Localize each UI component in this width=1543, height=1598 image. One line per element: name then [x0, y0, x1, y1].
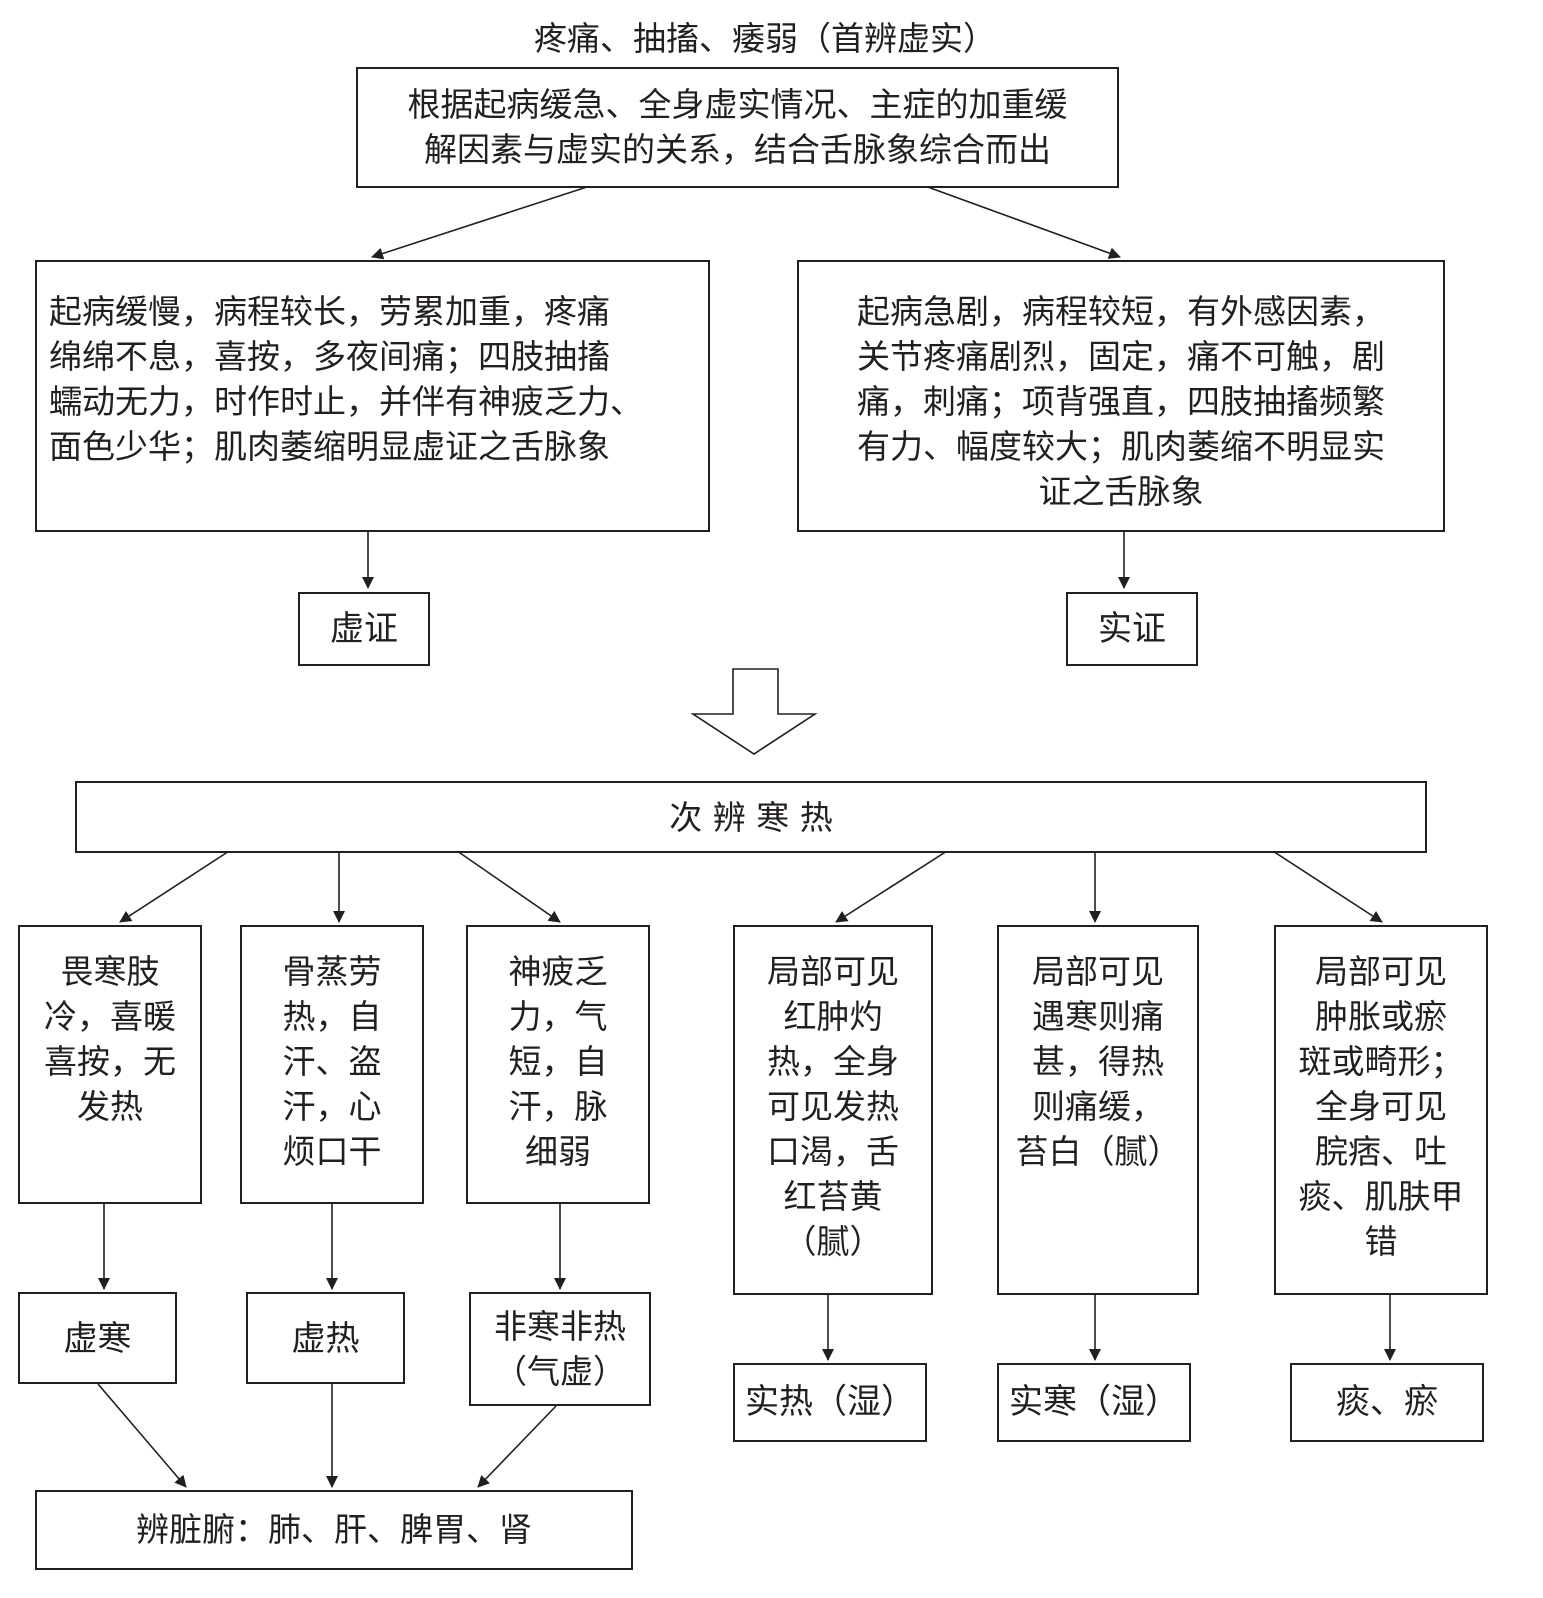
- excess-label-box: 实证: [1066, 592, 1198, 666]
- branch-3-result-box: 非寒非热 （气虚）: [469, 1292, 651, 1406]
- branch-6-result-box: 痰、瘀: [1290, 1363, 1484, 1442]
- branch-6-description: 局部可见 肿胀或瘀 斑或畸形； 全身可见 脘痞、吐 痰、肌肤甲 错: [1298, 952, 1464, 1261]
- branch-5-result-box: 实寒（湿）: [997, 1363, 1191, 1442]
- organ-differentiation-box: 辨脏腑：肺、肝、脾胃、肾: [35, 1490, 633, 1570]
- organ-differentiation-label: 辨脏腑：肺、肝、脾胃、肾: [136, 1510, 532, 1549]
- branch-2-description-box: 骨蒸劳 热，自 汗、盗 汗，心 烦口干: [240, 925, 424, 1204]
- diagnosis-basis-text: 根据起病缓急、全身虚实情况、主症的加重缓 解因素与虚实的关系，结合舌脉象综合而出: [407, 85, 1068, 169]
- diagram-title: 疼痛、抽搐、痿弱（首辨虚实）: [534, 19, 996, 58]
- branch-3-result: 非寒非热 （气虚）: [494, 1307, 626, 1391]
- branch-6-description-box: 局部可见 肿胀或瘀 斑或畸形； 全身可见 脘痞、吐 痰、肌肤甲 错: [1274, 925, 1488, 1295]
- arrow-step2-to-branch-6: [1261, 843, 1383, 923]
- arrow-result-1-to-organs: [97, 1383, 187, 1488]
- branch-5-description-box: 局部可见 遇寒则痛 甚，得热 则痛缓， 苔白（腻）: [997, 925, 1199, 1295]
- branch-2-result-box: 虚热: [246, 1292, 405, 1384]
- deficiency-description-box: 起病缓慢，病程较长，劳累加重，疼痛 绵绵不息，喜按，多夜间痛；四肢抽搐 蠕动无力…: [35, 260, 710, 532]
- diagnosis-basis-box: 根据起病缓急、全身虚实情况、主症的加重缓 解因素与虚实的关系，结合舌脉象综合而出: [356, 67, 1119, 188]
- arrow-step2-to-branch-4: [835, 843, 959, 923]
- branch-3-description-box: 神疲乏 力，气 短，自 汗，脉 细弱: [466, 925, 650, 1204]
- branch-6-result: 痰、瘀: [1336, 1382, 1438, 1422]
- branch-3-description: 神疲乏 力，气 短，自 汗，脉 细弱: [508, 952, 608, 1171]
- branch-2-description: 骨蒸劳 热，自 汗、盗 汗，心 烦口干: [282, 952, 382, 1171]
- excess-description-text: 起病急剧，病程较短，有外感因素， 关节疼痛剧烈，固定，痛不可触，剧 痛，刺痛；项…: [857, 292, 1385, 511]
- branch-4-result: 实热（湿）: [745, 1382, 915, 1422]
- arrow-step2-to-branch-1: [119, 843, 241, 923]
- branch-4-description: 局部可见 红肿灼 热，全身 可见发热 口渴，舌 红苔黄 （腻）: [767, 952, 899, 1261]
- branch-1-result-box: 虚寒: [18, 1292, 177, 1384]
- branch-1-description-box: 畏寒肢 冷，喜暖 喜按，无 发热: [18, 925, 202, 1204]
- branch-4-result-box: 实热（湿）: [733, 1363, 927, 1442]
- cold-heat-step-label: 次 辨 寒 热: [669, 798, 833, 837]
- arrow-top-to-deficiency: [371, 185, 591, 260]
- deficiency-label: 虚证: [330, 609, 398, 649]
- cold-heat-step-box: 次 辨 寒 热: [75, 781, 1427, 853]
- arrow-top-to-excess: [924, 185, 1121, 259]
- deficiency-label-box: 虚证: [298, 592, 430, 666]
- branch-1-description: 畏寒肢 冷，喜暖 喜按，无 发热: [44, 952, 176, 1126]
- branch-4-description-box: 局部可见 红肿灼 热，全身 可见发热 口渴，舌 红苔黄 （腻）: [733, 925, 933, 1295]
- excess-label: 实证: [1098, 609, 1166, 649]
- arrow-step2-to-branch-3: [446, 843, 561, 923]
- branch-5-description: 局部可见 遇寒则痛 甚，得热 则痛缓， 苔白（腻）: [1015, 952, 1181, 1171]
- branch-2-result: 虚热: [291, 1319, 360, 1359]
- down-arrow-icon: [690, 668, 818, 755]
- arrow-result-3-to-organs: [477, 1405, 557, 1488]
- branch-5-result: 实寒（湿）: [1009, 1382, 1179, 1422]
- branch-1-result: 虚寒: [63, 1319, 132, 1359]
- deficiency-description-text: 起病缓慢，病程较长，劳累加重，疼痛 绵绵不息，喜按，多夜间痛；四肢抽搐 蠕动无力…: [49, 292, 643, 466]
- excess-description-box: 起病急剧，病程较短，有外感因素， 关节疼痛剧烈，固定，痛不可触，剧 痛，刺痛；项…: [797, 260, 1445, 532]
